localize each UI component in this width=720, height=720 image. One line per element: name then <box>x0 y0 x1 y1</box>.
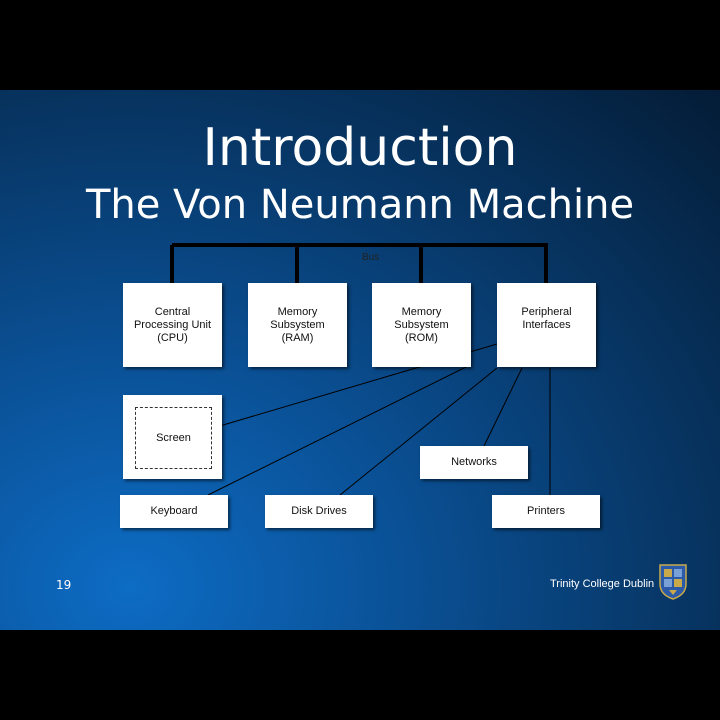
keyboard-box: Keyboard <box>120 495 228 528</box>
ram-box: Memory Subsystem (RAM) <box>248 283 347 367</box>
peripheral-interfaces-box: Peripheral Interfaces <box>497 283 596 367</box>
slide-title: Introduction <box>202 118 518 178</box>
disk-drives-box: Disk Drives <box>265 495 373 528</box>
connector-lines <box>170 243 551 496</box>
networks-box: Networks <box>420 446 528 479</box>
slide-subtitle: The Von Neumann Machine <box>85 182 635 228</box>
bus-label: Bus <box>362 252 380 263</box>
cpu-box: Central Processing Unit (CPU) <box>123 283 222 367</box>
institution-name: Trinity College Dublin <box>550 578 655 590</box>
slide: Introduction The Von Neumann Machine Bus… <box>0 90 720 630</box>
bus-line <box>170 243 548 283</box>
rom-box: Memory Subsystem (ROM) <box>372 283 471 367</box>
printers-box: Printers <box>492 495 600 528</box>
page-number: 19 <box>56 578 72 592</box>
screen-label: Screen <box>135 407 212 469</box>
screen-box: Screen <box>123 395 222 479</box>
crest-logo-icon <box>659 564 687 600</box>
